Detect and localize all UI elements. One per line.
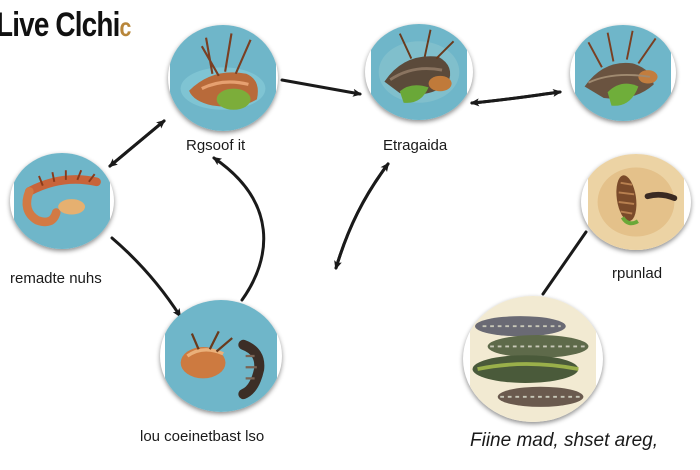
stage-label-bottom-right: Fiine mad, shset areg, [470,430,658,451]
stage-circle-top-left [168,25,278,131]
arrow-to-top-center [334,162,390,270]
arrow-top-center-down [334,162,390,270]
stage-label-left: remadte nuhs [10,270,102,287]
stage-circle-right [581,154,691,250]
curled-larva-icon [14,153,110,249]
stage-circle-left [10,153,114,249]
arrow-pupa-to-larvae [541,230,588,296]
arrow-bottom-to-top-left [212,156,266,302]
stage-label-top-left: Rgsoof it [186,137,246,154]
stage-circle-top-center [365,24,473,120]
stage-circle-top-right [570,25,676,121]
arrow-left-to-bottom [110,236,182,318]
arrow-top-left-to-top-center [280,78,362,97]
stage-label-right: rpunlad [612,265,663,282]
arrow-top-center-to-top-right [470,88,562,105]
stage-label-top-center: Etragaida [383,137,448,154]
arrow-top-left-to-left [108,119,166,168]
larvae-group-icon [470,296,596,422]
pupa-icon [588,154,684,250]
stage-circle-bottom-center [160,300,282,412]
diagram-title: Live Clchic [0,6,131,44]
stage-label-bottom-center: lou coeinetbast lso [140,428,265,445]
nymph-and-pupa-icon [165,300,277,412]
adult-insect-cluster-icon [575,25,671,121]
adult-insect-icon [371,24,467,120]
stage-circle-bottom-right [463,296,603,422]
shrimp-larva-icon [170,25,276,131]
